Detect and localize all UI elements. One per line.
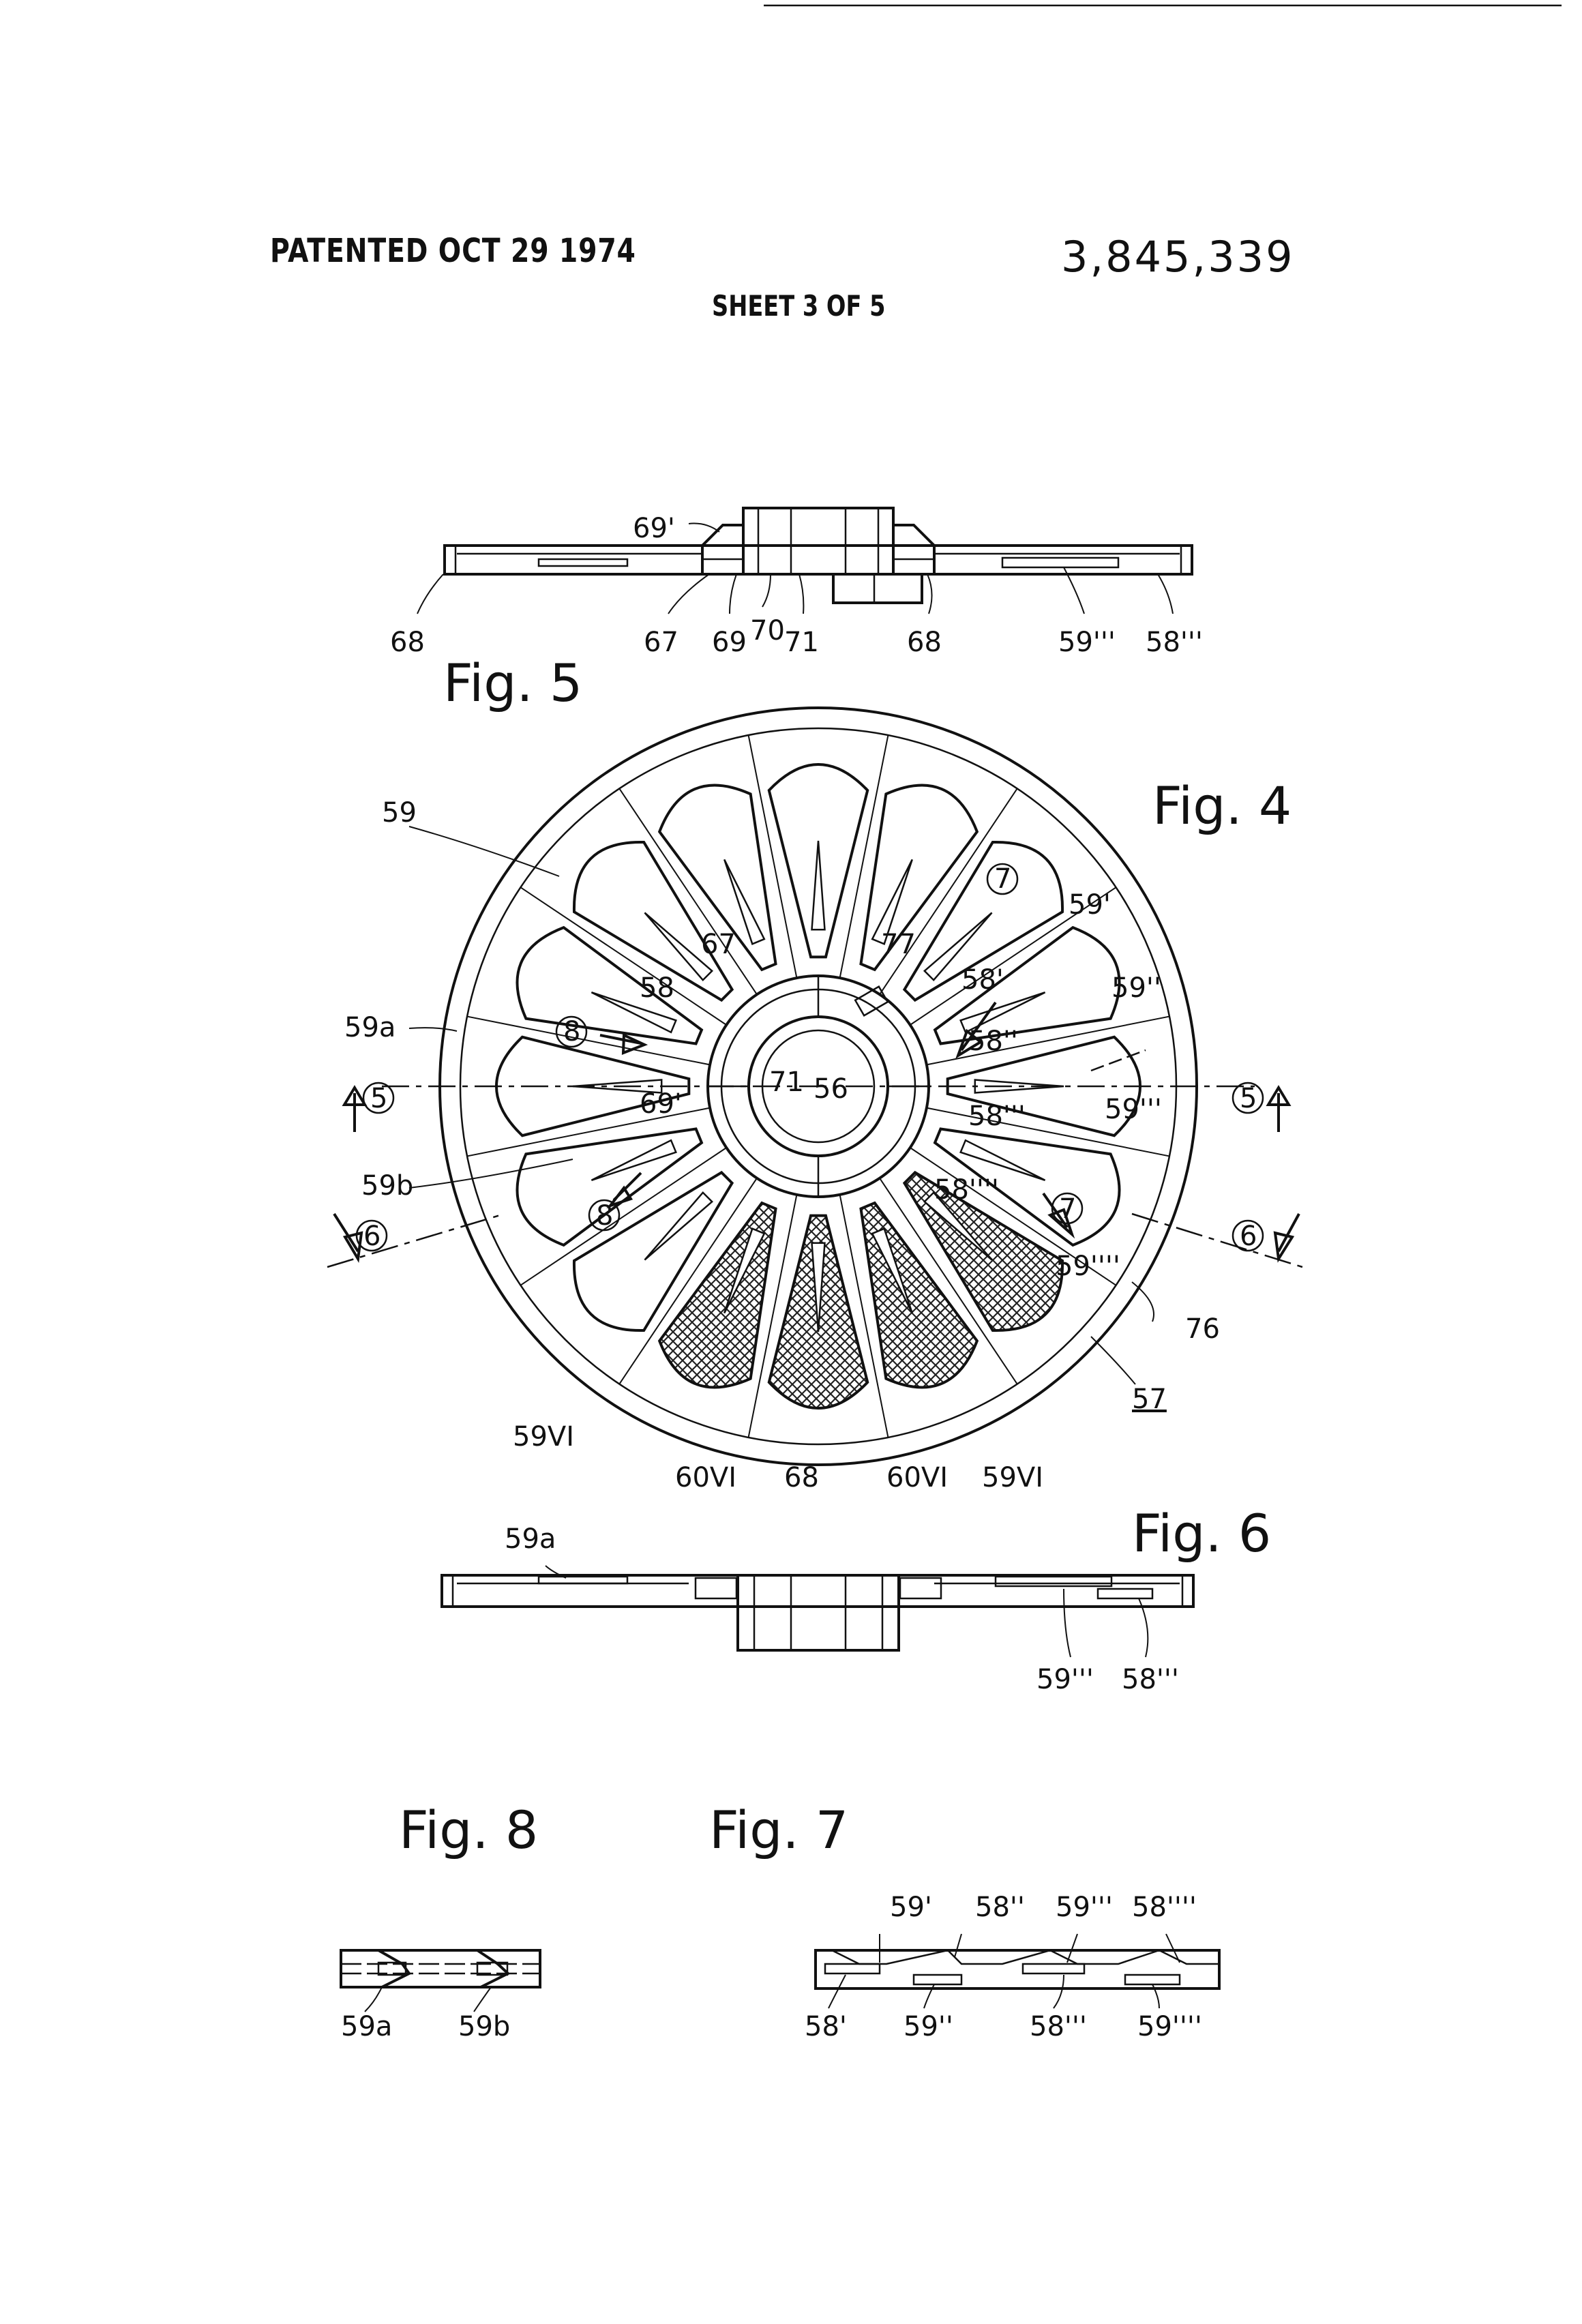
fig4-label-56: 56 [814,1073,848,1105]
fig7-label-59pp: 59'' [904,2011,953,2042]
fig4-label-59VI-b: 59VI [982,1462,1043,1493]
fig4-label-58: 58 [640,972,674,1004]
fig7-label-59pppp: 59'''' [1137,2011,1202,2042]
fig4-label-59p: 59' [1069,889,1111,921]
fig4-label-69p: 69' [640,1088,682,1120]
fig5-title: Fig. 5 [443,653,582,713]
fig4-label-6b: 6 [1240,1221,1257,1252]
fig6-drawing: 59a 59''' 58''' Fig. 6 [442,1503,1271,1695]
fig5-label-69: 69 [712,627,747,658]
fig4-label-59pp: 59'' [1111,972,1161,1004]
fig7-label-58pppp: 58'''' [1132,1892,1197,1923]
fig4-label-60VI-a: 60VI [675,1462,736,1493]
fig7-label-58ppp: 58''' [1030,2011,1087,2042]
fig4-petal-flap [591,1140,676,1180]
fig6-disc-body [442,1575,1193,1607]
fig4-label-68: 68 [784,1462,819,1493]
fig4-label-58p: 58' [961,964,1004,996]
fig4-label-67: 67 [701,929,736,960]
fig4-label-7b: 7 [1059,1193,1076,1225]
fig4-label-71: 71 [769,1067,804,1098]
fig4-label-58ppp: 58''' [968,1101,1026,1132]
fig4-label-59ppp: 59''' [1105,1094,1162,1125]
fig4-drawing: 59 67 77 59' 7 58' 59'' 58 59a 8 58'' 71… [327,708,1302,1493]
fig5-label-67: 67 [644,627,678,658]
fig4-label-59a: 59a [344,1012,395,1043]
fig4-label-58pppp: 58'''' [934,1174,999,1206]
fig7-label-59ppp: 59''' [1056,1892,1113,1923]
fig4-label-57: 57 [1132,1384,1167,1415]
fig4-label-6a: 6 [363,1221,380,1252]
fig7-label-59p: 59' [890,1892,932,1923]
fig5-label-71: 71 [784,627,819,658]
fig8-label-59b: 59b [458,2011,510,2042]
fig8-section [341,1950,540,1987]
fig4-label-8a: 8 [563,1016,580,1047]
fig6-hub [738,1575,899,1650]
fig4-label-59b: 59b [361,1170,413,1202]
fig6-title: Fig. 6 [1132,1503,1271,1564]
fig7-section [816,1950,1219,1988]
fig5-label-68: 68 [390,627,425,658]
fig4-title: Fig. 4 [1152,775,1292,836]
fig5-label-69p: 69' [633,513,675,544]
fig6-label-59a: 59a [505,1523,556,1555]
fig4-label-77: 77 [881,929,916,960]
fig8-title: Fig. 8 [399,1800,538,1860]
fig6-label-58ppp: 58''' [1122,1664,1179,1695]
fig8-drawing: 59a 59b Fig. 8 [341,1800,540,2042]
fig5-drawing: 69' 68 67 69 70 71 68 59''' 58''' Fig. 5 [390,508,1203,713]
fig7-title: Fig. 7 [709,1800,848,1860]
fig4-label-5b: 5 [1240,1083,1257,1114]
fig5-label-58ppp: 58''' [1146,627,1203,658]
fig7-drawing: 59' 58'' 59''' 58'''' 58' 59'' 58''' 59'… [709,1800,1219,2042]
fig4-label-59VI-a: 59VI [513,1421,574,1452]
fig4-petal-flap [812,841,825,929]
fig4-label-5a: 5 [370,1083,387,1114]
fig4-label-60VI-b: 60VI [886,1462,948,1493]
fig4-label-58pp: 58'' [968,1026,1018,1057]
fig4-petal [769,764,867,957]
fig4-label-76: 76 [1185,1313,1220,1345]
fig8-label-59a: 59a [341,2011,392,2042]
fig4-petal-flap [644,1193,712,1260]
fig6-label-59ppp: 59''' [1036,1664,1094,1695]
fig5-label-68b: 68 [907,627,942,658]
fig7-label-58p: 58' [805,2011,847,2042]
fig4-label-59pppp: 59'''' [1056,1251,1120,1282]
fig5-label-59ppp: 59''' [1058,627,1116,658]
fig4-label-7a: 7 [994,863,1011,895]
fig4-label-59: 59 [382,797,417,829]
fig4-label-8b: 8 [596,1200,613,1232]
fig5-label-70: 70 [750,615,785,646]
fig7-label-58pp: 58'' [975,1892,1025,1923]
fig5-hub [743,508,893,574]
